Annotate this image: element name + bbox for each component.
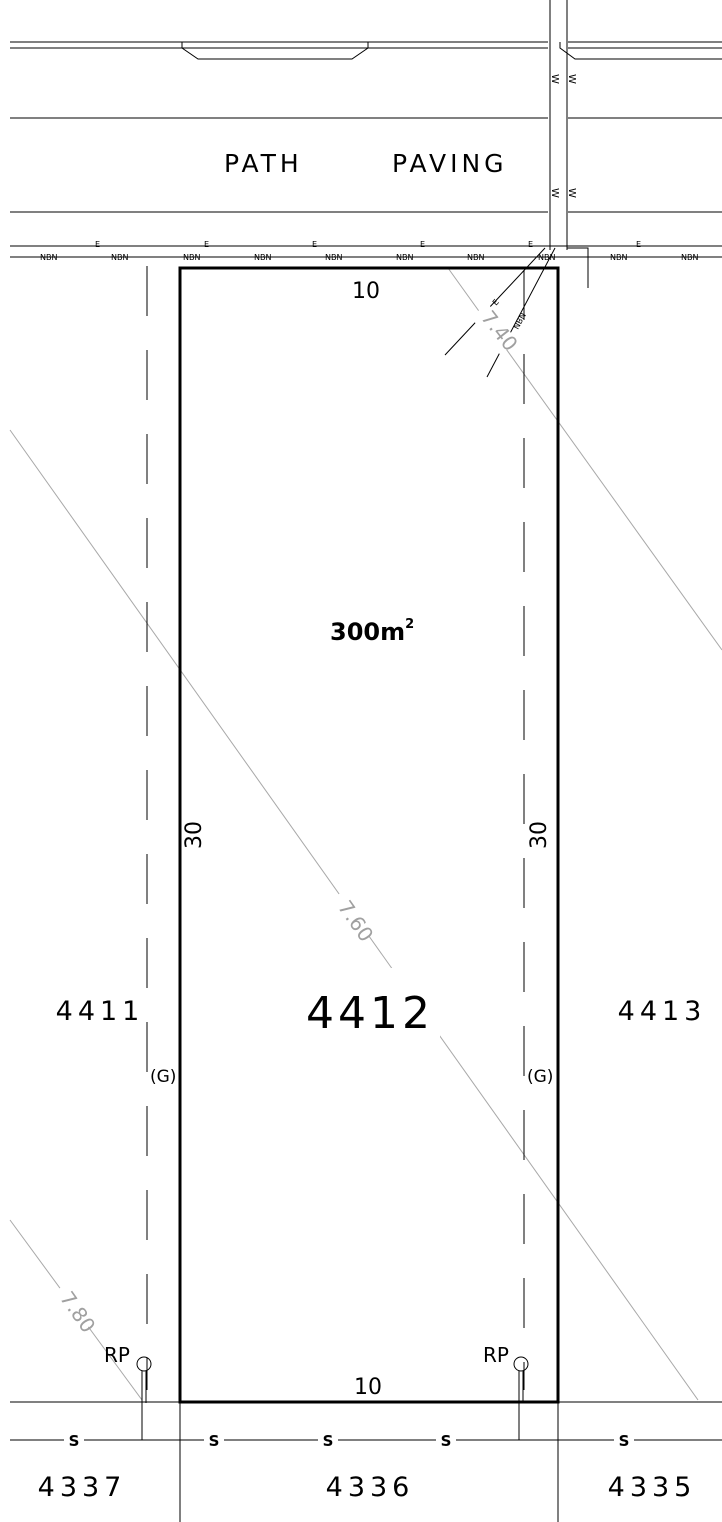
- lot-boundary: [178, 266, 560, 1404]
- lot-4413: 4413: [618, 996, 707, 1027]
- svg-text:RP: RP: [104, 1343, 130, 1367]
- lot-4411: 4411: [56, 996, 145, 1027]
- svg-text:NBN: NBN: [111, 253, 128, 262]
- garage-marker-right: (G): [527, 1067, 553, 1087]
- lot-4336: 4336: [326, 1472, 415, 1503]
- svg-text:E: E: [95, 240, 100, 249]
- lot-4337: 4337: [38, 1472, 127, 1503]
- svg-text:NBN: NBN: [325, 253, 342, 262]
- water-label-2: W: [566, 74, 577, 84]
- svg-text:NBN: NBN: [183, 253, 200, 262]
- svg-text:NBN: NBN: [610, 253, 627, 262]
- svg-text:NBN: NBN: [254, 253, 271, 262]
- dim-right: 30: [527, 821, 552, 849]
- garage-marker-left: (G): [150, 1067, 176, 1087]
- water-label-4: W: [566, 188, 577, 198]
- svg-text:S: S: [323, 1432, 334, 1450]
- electric-labels: E E E E E E: [95, 240, 641, 249]
- svg-text:E: E: [528, 240, 533, 249]
- lot-4335: 4335: [608, 1472, 697, 1503]
- contour-lines: [9, 267, 722, 1401]
- water-label-3: W: [549, 188, 560, 198]
- rear-boundary: [10, 1401, 722, 1522]
- dim-left: 30: [182, 821, 207, 849]
- svg-text:NBN: NBN: [538, 253, 555, 262]
- svg-text:NBN: NBN: [396, 253, 413, 262]
- svg-text:RP: RP: [483, 1343, 509, 1367]
- svg-text:S: S: [209, 1432, 220, 1450]
- street-label-paving: PAVING: [392, 149, 508, 178]
- svg-text:E: E: [491, 298, 501, 308]
- svg-text:NBN: NBN: [512, 311, 528, 331]
- svg-text:NBN: NBN: [467, 253, 484, 262]
- nbn-electric-lines: [10, 245, 722, 258]
- svg-text:S: S: [441, 1432, 452, 1450]
- sewer-line: S S S S S: [10, 1432, 722, 1450]
- water-main: W W W W: [549, 0, 589, 288]
- dim-top: 10: [352, 279, 380, 304]
- reference-point-left: RP: [104, 1343, 152, 1440]
- street-label-path: PATH: [224, 149, 303, 178]
- lot-number: 4412: [306, 988, 434, 1039]
- lot-area: 300m2: [330, 617, 414, 646]
- svg-text:E: E: [420, 240, 425, 249]
- svg-text:NBN: NBN: [40, 253, 57, 262]
- nbn-labels: NBN NBN NBN NBN NBN NBN NBN NBN NBN NBN: [40, 253, 698, 262]
- svg-text:E: E: [636, 240, 641, 249]
- neighbour-boundaries: [146, 266, 525, 1390]
- svg-text:E: E: [312, 240, 317, 249]
- dim-bottom: 10: [354, 1375, 382, 1400]
- kerb-lines: [10, 41, 722, 60]
- svg-text:NBN: NBN: [681, 253, 698, 262]
- reference-point-right: RP: [483, 1343, 529, 1440]
- water-label-1: W: [549, 74, 560, 84]
- path-paving-lines: [10, 117, 722, 213]
- svg-text:S: S: [69, 1432, 80, 1450]
- svg-text:S: S: [619, 1432, 630, 1450]
- svg-text:E: E: [204, 240, 209, 249]
